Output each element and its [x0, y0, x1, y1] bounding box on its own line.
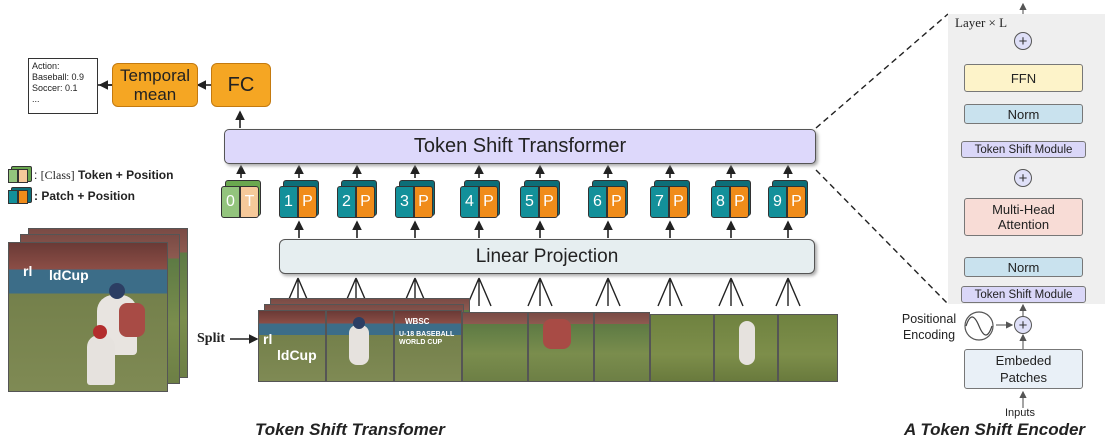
patch-token-4: 4 P [460, 180, 500, 224]
patch-6 [594, 312, 650, 382]
patch-strip: rl ldCup WBSC U-18 BASEBALL WORLD CUP [258, 298, 838, 384]
residual-add-top-icon: + [1014, 32, 1032, 50]
ffn-block: FFN [964, 64, 1083, 92]
linear-projection-block: Linear Projection [279, 239, 815, 274]
embedded-patches-block: Embeded Patches [964, 349, 1083, 389]
patch-3: WBSC U-18 BASEBALL WORLD CUP [394, 310, 462, 382]
action-line-soccer: Soccer: 0.1 [32, 83, 78, 93]
norm-bottom-block: Norm [964, 257, 1083, 277]
patch-4 [462, 312, 528, 382]
inputs-label: Inputs [1005, 407, 1035, 419]
class-token-index: 0 [221, 186, 240, 218]
patch-2 [326, 310, 394, 382]
class-token-suffix: T [240, 186, 259, 218]
video-frames-stack: rl ldCup [8, 228, 194, 398]
action-title: Action: [32, 61, 60, 71]
patch-token-3: 3 P [395, 180, 435, 224]
patch-9 [778, 314, 838, 382]
temporal-mean-box: Temporal mean [112, 63, 198, 107]
layer-label: Layer × L [955, 15, 1008, 30]
patch-token-5: 5 P [520, 180, 560, 224]
legend-patch-label: : Patch + Position [34, 189, 136, 203]
token-shift-module-top: Token Shift Module [961, 141, 1086, 158]
temporal-mean-label: Temporal mean [120, 66, 190, 104]
token-shift-transformer-block: Token Shift Transformer [224, 129, 816, 164]
patch-5 [528, 312, 594, 382]
fc-box: FC [211, 63, 271, 107]
patch-token-9: 9 P [768, 180, 808, 224]
split-label: Split [197, 331, 226, 346]
action-line-more: ... [32, 94, 40, 104]
legend-class-label: Token + Position [78, 168, 174, 182]
residual-add-middle-icon: + [1014, 169, 1032, 187]
patch-token-6: 6 P [588, 180, 628, 224]
legend-class-swatch [8, 166, 32, 183]
action-line-baseball: Baseball: 0.9 [32, 72, 85, 82]
legend: : [Class] Token + Position : Patch + Pos… [8, 166, 208, 208]
legend-class-text: : [Class] Token + Position [34, 168, 174, 182]
token-shift-transformer-label: Token Shift Transformer [413, 135, 627, 157]
encoder-caption: A Token Shift Encoder [904, 420, 1086, 439]
multi-head-attention-block: Multi-Head Attention [964, 198, 1083, 236]
patch-7 [650, 314, 714, 382]
fc-label: FC [227, 73, 255, 96]
linear-projection-label: Linear Projection [475, 245, 619, 267]
norm-top-block: Norm [964, 104, 1083, 124]
positional-add-icon: + [1014, 316, 1032, 334]
encoder-layer-panel [948, 14, 1105, 304]
patch-8 [714, 314, 778, 382]
main-caption: Token Shift Transfomer [255, 420, 445, 439]
token-shift-module-bottom: Token Shift Module [961, 286, 1086, 303]
patch-token-2: 2 P [337, 180, 377, 224]
positional-encoding-label: Positional Encoding [901, 312, 957, 342]
patch-1: rl ldCup [258, 310, 326, 382]
patch-token-7: 7 P [650, 180, 690, 224]
sine-wave-icon [964, 311, 994, 341]
legend-patch-swatch [8, 187, 32, 204]
patch-token-8: 8 P [711, 180, 751, 224]
action-output-box: Action: Baseball: 0.9 Soccer: 0.1 ... [28, 58, 98, 114]
legend-class-bracket: [Class] [40, 168, 75, 182]
patch-token-1: 1 P [279, 180, 319, 224]
class-token: 0 T [221, 180, 261, 224]
video-frame-front: rl ldCup [8, 242, 168, 392]
